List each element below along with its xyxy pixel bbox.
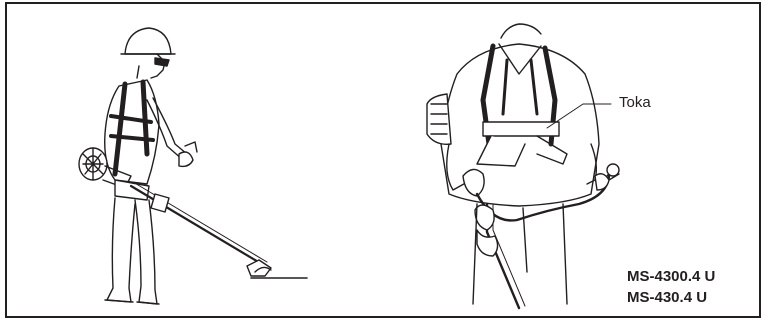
- model-name-1: MS-4300.4 U: [627, 266, 715, 287]
- callout-label-toka: Toka: [619, 94, 651, 111]
- operator-side-view: [79, 28, 307, 304]
- model-name-2: MS-430.4 U: [627, 287, 715, 308]
- illustration-frame: Toka MS-4300.4 U MS-430.4 U: [5, 2, 761, 318]
- model-names: MS-4300.4 U MS-430.4 U: [627, 266, 715, 308]
- operator-front-view: [427, 24, 619, 308]
